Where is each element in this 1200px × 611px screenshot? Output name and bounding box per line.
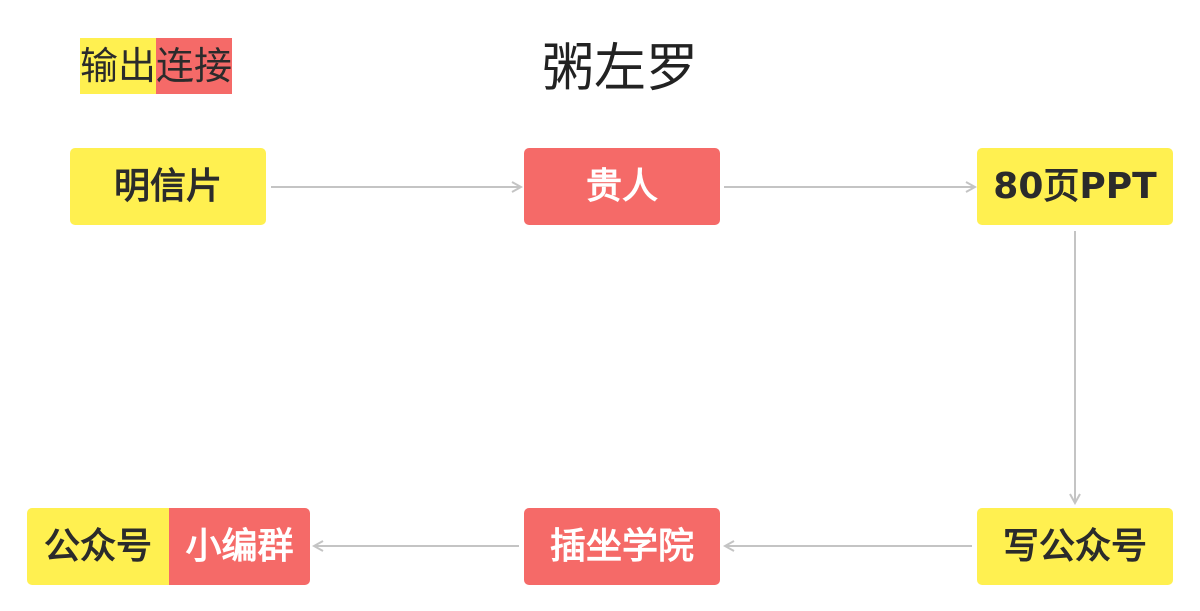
node-gongzhonghao: 公众号: [27, 508, 169, 585]
diagram-title: 粥左罗: [541, 39, 698, 99]
node-guiren: 贵人: [524, 148, 720, 225]
legend-output: 输出: [80, 38, 157, 94]
legend: 输出 连接: [80, 38, 233, 94]
legend-connect: 连接: [156, 38, 233, 94]
node-chazuo: 插坐学院: [524, 508, 720, 585]
node-write-gzh: 写公众号: [977, 508, 1173, 585]
node-xiaobianqun: 小编群: [169, 508, 310, 585]
node-ppt80: 80页PPT: [977, 148, 1173, 225]
node-postcard: 明信片: [70, 148, 266, 225]
